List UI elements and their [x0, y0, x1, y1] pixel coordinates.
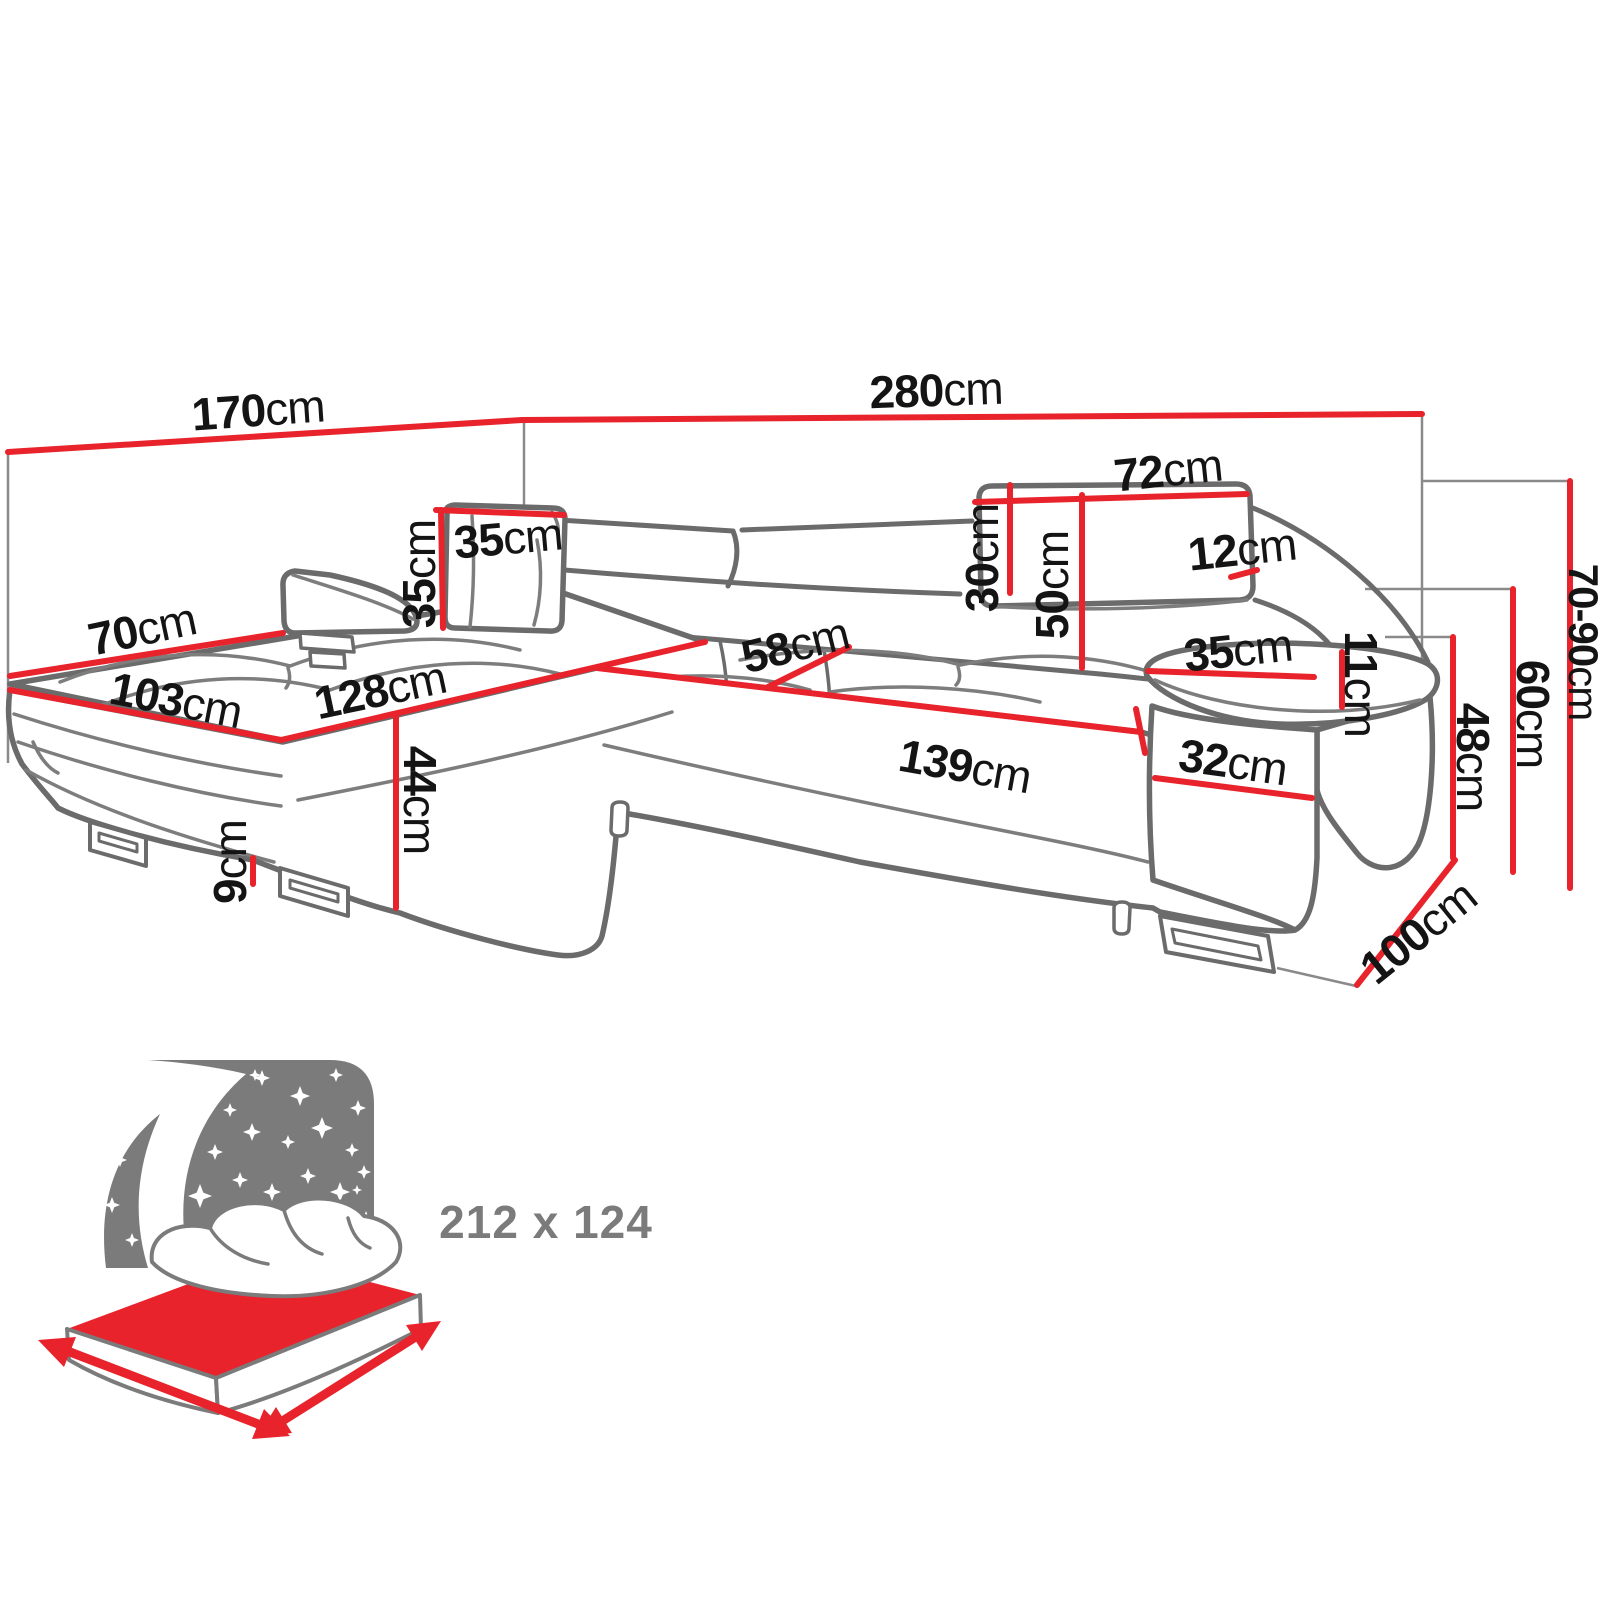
floor-edge-right	[1276, 966, 1357, 988]
headrest	[976, 481, 1256, 611]
dim-line-139	[594, 665, 1144, 735]
star-icon	[158, 1095, 172, 1109]
dim-pillow-height: 35cm	[393, 519, 445, 629]
dimension-arrows	[38, 1321, 441, 1439]
dim-back-width-right: 280cm	[868, 361, 1004, 419]
bed-dimensions-label: 212 x 124	[439, 1196, 653, 1248]
peg-foot	[609, 800, 630, 838]
star-icon	[263, 1183, 281, 1201]
dim-armrest-pad-height: 11cm	[1335, 631, 1387, 737]
star-icon	[188, 1073, 206, 1091]
dim-line-280	[519, 411, 1425, 423]
dim-line-70	[7, 630, 286, 679]
right-armrest	[1143, 640, 1441, 933]
star-icon	[223, 1103, 237, 1117]
star-icon	[352, 1185, 362, 1195]
star-icon	[300, 1168, 316, 1184]
dim-armrest-height: 60cm	[1507, 659, 1559, 769]
sofa-drawing	[5, 481, 1441, 974]
star-icon	[167, 1129, 189, 1151]
peg-foot	[1112, 900, 1132, 936]
star-icon	[290, 1086, 310, 1106]
star-icon	[232, 1172, 248, 1188]
dim-headrest-width: 72cm	[1111, 438, 1225, 502]
star-icon	[188, 1184, 212, 1208]
corner-pillow	[442, 502, 568, 634]
armrest-pad	[1143, 640, 1441, 727]
dim-line-170	[5, 417, 525, 455]
dim-pillow-width: 35cm	[451, 507, 565, 569]
star-icon	[154, 1178, 170, 1194]
star-icon	[357, 1165, 371, 1179]
dim-line-pillow-width	[433, 507, 567, 518]
dim-back-width-left: 170cm	[189, 379, 327, 441]
dim-tick-139	[1133, 706, 1148, 756]
star-icon	[104, 1197, 120, 1213]
dim-armrest-pad-length: 35cm	[1181, 618, 1295, 682]
dim-line-103	[7, 687, 284, 743]
starry-sky-sliver	[104, 1114, 160, 1268]
dim-line-pillow-height	[438, 507, 446, 631]
star-icon	[254, 1070, 270, 1086]
star-icon	[281, 1135, 295, 1149]
dimension-lines	[5, 411, 1573, 988]
dim-headrest-drop: 30cm	[956, 503, 1008, 613]
left-armrest	[280, 568, 420, 670]
dim-tick-12	[1228, 567, 1260, 580]
dim-headrest-thickness: 12cm	[1185, 517, 1299, 581]
armrest-side	[1314, 694, 1436, 871]
dim-line-72	[972, 491, 1250, 505]
star-icon	[330, 1182, 350, 1202]
base-seams	[12, 710, 1150, 864]
dim-total-height: 70-90cm	[1560, 563, 1600, 721]
dim-leg-height: 9cm	[204, 820, 256, 904]
sofa-legs	[88, 800, 1276, 974]
star-icon	[311, 1117, 333, 1139]
star-icon	[329, 1068, 343, 1082]
dim-backrest-height: 50cm	[1026, 530, 1078, 640]
star-icon	[345, 1143, 359, 1157]
dim-seat-height: 44cm	[394, 745, 446, 855]
dim-line-armrest-35	[1145, 668, 1317, 680]
star-icon	[113, 1153, 127, 1167]
star-icon	[350, 1100, 366, 1116]
dim-line-32	[1152, 775, 1315, 801]
star-icon	[125, 1233, 139, 1247]
dim-front-height: 48cm	[1447, 702, 1499, 812]
sleeper-icon	[38, 1060, 441, 1439]
star-icon	[243, 1123, 261, 1141]
dim-line-128	[278, 639, 708, 743]
dim-line-58	[765, 644, 852, 690]
star-icon	[207, 1144, 223, 1160]
dim-line-100	[1354, 857, 1458, 988]
star-icon	[249, 1069, 261, 1081]
